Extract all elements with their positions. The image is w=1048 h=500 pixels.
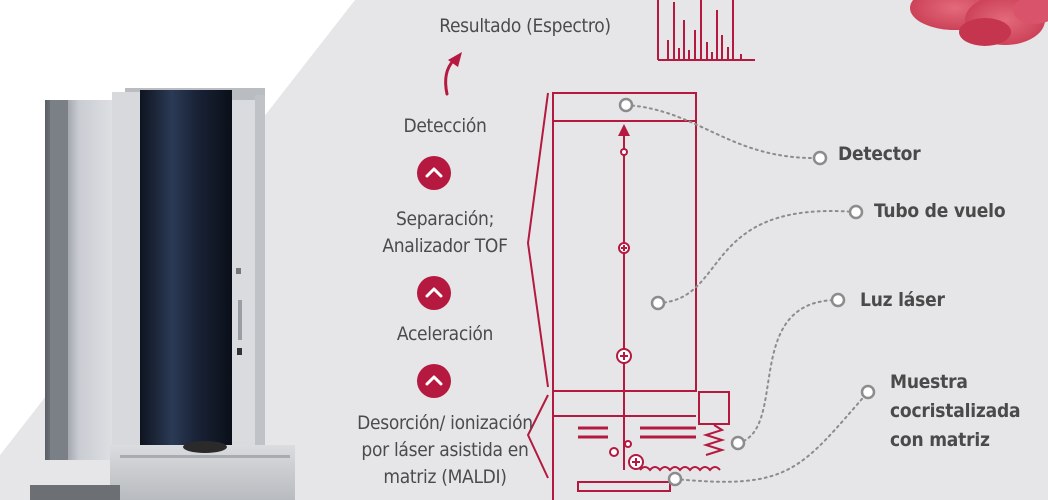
callout-sample: Muestra cocristalizada con matriz: [890, 368, 1021, 455]
ion-plus-signs: [620, 245, 640, 466]
step-desorption-line-2: por láser asistida en: [361, 439, 529, 461]
step-desorption-line-3: matriz (MALDI): [383, 466, 507, 488]
up-arrow-icon: [444, 52, 462, 96]
spectrum-icon: [657, 0, 755, 61]
step-result: Resultado (Espectro): [439, 15, 611, 37]
step-separation-line-2: Analizador TOF: [382, 235, 508, 257]
callout-dots: [618, 97, 876, 487]
step-desorption: Desorción/ ionización por láser asistida…: [330, 410, 560, 491]
step-detection: Detección: [403, 115, 487, 137]
step-desorption-line-1: Desorción/ ionización: [357, 412, 533, 434]
tof-schematic: [526, 92, 730, 500]
step-separation-line-1: Separación;: [395, 208, 495, 230]
callout-sample-line-3: con matriz: [890, 429, 990, 451]
callout-connectors: [625, 104, 869, 483]
callout-laser: Luz láser: [860, 289, 945, 311]
decorative-petals: [910, 0, 1048, 46]
step-acceleration: Aceleración: [396, 323, 494, 345]
step-separation: Separación; Analizador TOF: [330, 206, 560, 260]
instrument-illustration: [30, 88, 295, 500]
callout-sample-line-1: Muestra: [890, 371, 968, 393]
chevron-up-icon: [417, 156, 451, 190]
callout-detector: Detector: [838, 143, 921, 165]
chevron-up-icon: [417, 364, 451, 398]
callout-flight-tube: Tubo de vuelo: [874, 200, 1006, 222]
chevron-up-icon: [417, 276, 451, 310]
callout-sample-line-2: cocristalizada: [890, 400, 1021, 422]
